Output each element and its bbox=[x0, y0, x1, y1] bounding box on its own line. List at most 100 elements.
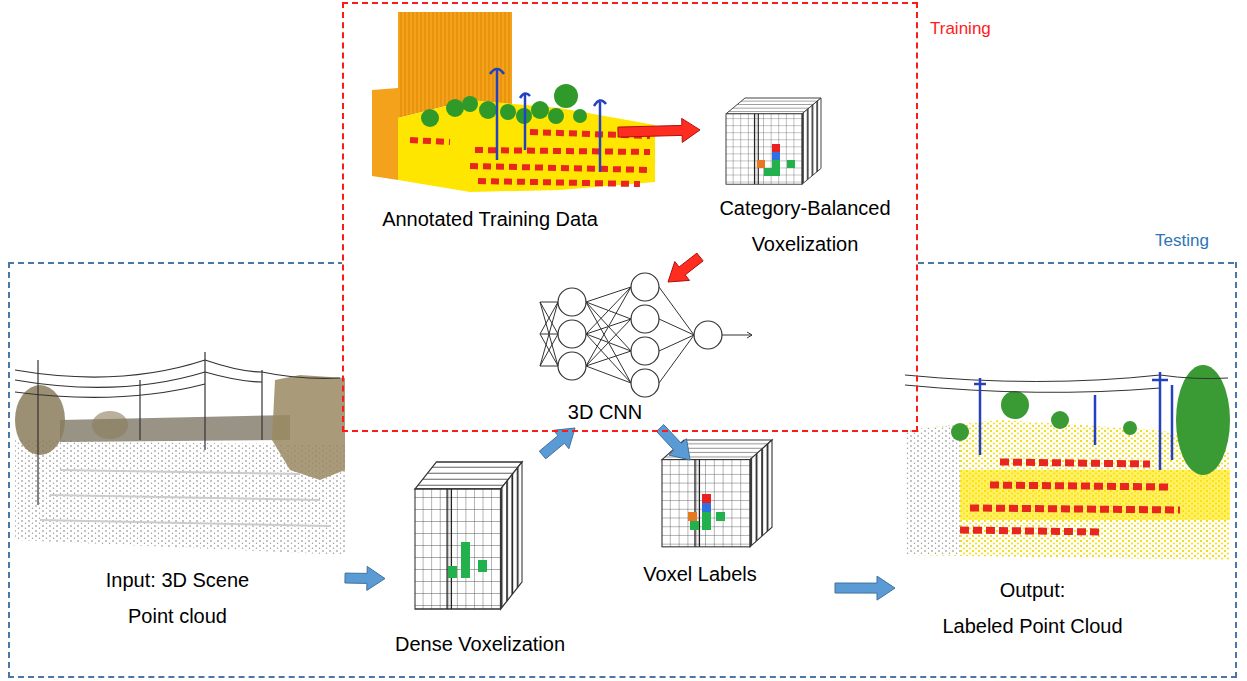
input-point-cloud-part bbox=[40, 470, 330, 526]
network-graphic-part-part bbox=[631, 273, 659, 301]
output-point-cloud-part-part bbox=[960, 530, 1100, 532]
network-graphic-part bbox=[586, 287, 631, 383]
region-border-part bbox=[918, 262, 1237, 264]
annotated-point-cloud-part bbox=[421, 84, 587, 127]
network-graphic bbox=[540, 273, 752, 397]
annotated-point-cloud-part-part bbox=[446, 99, 464, 117]
voxel-cube-part bbox=[772, 152, 780, 160]
output-point-cloud-part-part bbox=[951, 423, 969, 441]
annotated-point-cloud-part-part bbox=[520, 93, 530, 98]
voxel-cube-part bbox=[772, 168, 780, 176]
voxel-cube-part bbox=[461, 542, 470, 554]
node-caption: Input: 3D Scene Point cloud bbox=[90, 562, 265, 634]
voxel-cube-part bbox=[702, 521, 711, 530]
node-caption: Dense Voxelization bbox=[385, 630, 575, 658]
input-point-cloud-part-part bbox=[262, 372, 340, 378]
region-label: Training bbox=[930, 18, 1010, 40]
voxel-cube-part bbox=[702, 512, 711, 521]
network-graphic-part-part bbox=[558, 352, 586, 380]
input-point-cloud-part bbox=[272, 375, 345, 480]
annotated-point-cloud-part bbox=[372, 88, 398, 180]
annotated-point-cloud-part bbox=[398, 100, 655, 192]
output-point-cloud-part bbox=[960, 462, 1180, 532]
input-point-cloud-part bbox=[92, 411, 128, 439]
voxel-cube-part bbox=[690, 521, 699, 530]
network-graphic-part bbox=[747, 332, 752, 338]
network-graphic-part-part bbox=[558, 288, 586, 316]
network-graphic-part-part bbox=[631, 337, 659, 365]
annotated-point-cloud-part-part bbox=[524, 94, 527, 150]
block-arrow bbox=[539, 428, 575, 459]
voxel-cube-part bbox=[787, 160, 795, 168]
cube-node: Voxel Labels bbox=[630, 460, 835, 595]
input-point-cloud-part-part bbox=[60, 470, 300, 474]
output-point-cloud-part-part bbox=[905, 385, 1160, 392]
voxel-cube bbox=[415, 462, 522, 609]
annotated-point-cloud-part-part bbox=[410, 140, 450, 142]
network-graphic-part bbox=[722, 335, 752, 336]
line-spacer bbox=[1070, 572, 1130, 608]
voxel-cube-part bbox=[461, 554, 470, 566]
annotated-point-cloud-part-part bbox=[496, 70, 499, 160]
node-caption: Voxel Labels bbox=[635, 561, 765, 587]
region-border-part bbox=[8, 262, 342, 264]
network-node: 3D CNN bbox=[535, 282, 760, 428]
annotated-point-cloud-part-part bbox=[548, 108, 564, 124]
annotated-point-cloud-part-part bbox=[479, 101, 497, 119]
voxel-cube-part bbox=[688, 512, 697, 521]
output-point-cloud-part bbox=[951, 365, 1230, 475]
block-arrow bbox=[618, 118, 700, 142]
output-point-cloud-part-part bbox=[970, 508, 1180, 510]
output-point-cloud-part bbox=[940, 470, 1230, 520]
annotated-point-cloud-part bbox=[398, 12, 512, 118]
network-graphic-part-part bbox=[558, 320, 586, 348]
annotated-point-cloud-part-part bbox=[594, 100, 606, 106]
node-caption: 3D CNN bbox=[555, 400, 655, 424]
cube-node: Dense Voxelization bbox=[385, 455, 578, 661]
annotated-point-cloud-part-part bbox=[462, 96, 478, 112]
annotated-point-cloud-part-part bbox=[599, 102, 602, 172]
output-point-cloud-part-part bbox=[979, 378, 982, 455]
image-node: Input: 3D Scene Point cloud bbox=[15, 345, 345, 640]
region-label: Testing bbox=[1155, 230, 1235, 252]
input-point-cloud-part-part bbox=[139, 380, 140, 440]
input-point-cloud-part bbox=[15, 352, 340, 505]
block-arrow bbox=[835, 576, 895, 600]
network-graphic-part bbox=[659, 287, 694, 383]
annotated-point-cloud-part-part bbox=[554, 84, 578, 108]
annotated-point-cloud-part-part bbox=[470, 166, 652, 170]
annotated-point-cloud-part bbox=[490, 69, 606, 172]
voxel-cube-part bbox=[702, 494, 711, 503]
line-spacer bbox=[935, 572, 995, 608]
output-point-cloud-part-part bbox=[974, 383, 986, 386]
voxel-cube-part bbox=[772, 160, 780, 168]
image-node: Annotated Training Data bbox=[365, 8, 618, 237]
node-caption: Annotated Training Data bbox=[365, 204, 615, 234]
region-border bbox=[8, 263, 1237, 264]
voxel-cube-part bbox=[726, 98, 821, 184]
annotated-point-cloud-part-part bbox=[573, 109, 587, 123]
voxel-cube-part bbox=[461, 566, 470, 578]
voxel-cube-part bbox=[415, 462, 522, 609]
voxel-cube-part bbox=[764, 168, 772, 176]
node-caption: Output: Labeled Point Cloud bbox=[935, 572, 1130, 644]
network-graphic-part bbox=[558, 273, 722, 397]
testing-region: TestingInput: 3D Scene Point cloudDense … bbox=[8, 262, 1237, 678]
input-point-cloud-part-part bbox=[15, 372, 205, 387]
output-point-cloud-part-part bbox=[1094, 395, 1097, 445]
voxel-cube bbox=[726, 98, 821, 184]
input-point-cloud-part-part bbox=[205, 372, 262, 382]
input-point-cloud bbox=[15, 352, 345, 555]
input-point-cloud-part-part bbox=[261, 370, 262, 440]
input-point-cloud-part-part bbox=[204, 352, 205, 450]
training-region: TrainingAnnotated Training DataCategory-… bbox=[342, 2, 918, 432]
voxel-cube-part bbox=[716, 512, 725, 521]
network-graphic-part-part bbox=[631, 369, 659, 397]
network-graphic-part bbox=[540, 302, 558, 366]
output-point-cloud-part-part bbox=[1000, 462, 1150, 464]
input-point-cloud-part-part bbox=[15, 384, 205, 397]
block-arrow bbox=[668, 253, 703, 282]
output-point-cloud-part-part bbox=[1159, 372, 1162, 470]
output-point-cloud-part-part bbox=[905, 375, 1160, 382]
